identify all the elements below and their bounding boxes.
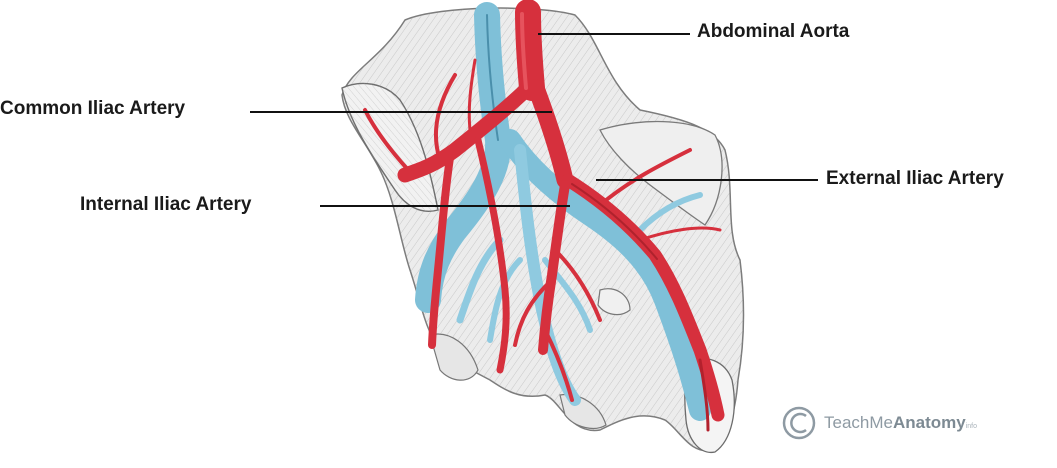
watermark-brand: TeachMeAnatomyinfo	[824, 413, 977, 433]
label-abdominal-aorta: Abdominal Aorta	[697, 21, 850, 42]
copyright-icon	[782, 406, 816, 440]
watermark-brand-light: TeachMe	[824, 413, 893, 432]
watermark-brand-suffix: info	[965, 423, 978, 430]
label-internal-iliac-artery: Internal Iliac Artery	[80, 194, 252, 215]
watermark-brand-bold: Anatomy	[892, 413, 966, 432]
arteries	[363, 0, 725, 432]
leader-lines	[250, 33, 818, 207]
label-common-iliac-artery: Common Iliac Artery	[0, 98, 186, 119]
watermark: TeachMeAnatomyinfo	[818, 405, 977, 441]
label-external-iliac-artery: External Iliac Artery	[826, 168, 1004, 189]
